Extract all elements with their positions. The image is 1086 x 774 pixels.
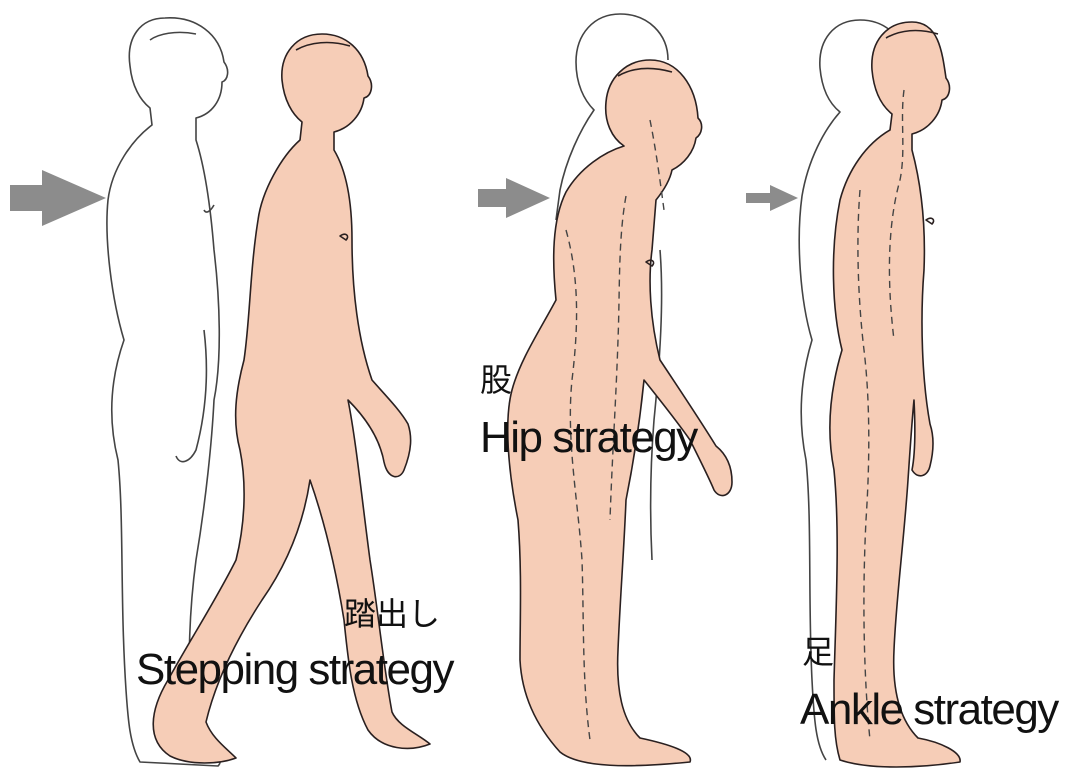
stepping-push-arrow [10,170,106,226]
hip-push-arrow [478,178,550,218]
stepping-label-jp: 踏出し [344,598,440,630]
ankle-push-arrow [746,185,798,211]
hip-label-en: Hip strategy [480,416,697,460]
ankle-label-en: Ankle strategy [800,688,1058,732]
ankle-label-jp: 足 [802,636,834,668]
ankle-panel [746,20,960,767]
stepping-label-en: Stepping strategy [136,648,453,692]
hip-label-jp: 股 [480,364,512,396]
ankle-figure [830,22,960,767]
hip-panel [478,14,732,766]
